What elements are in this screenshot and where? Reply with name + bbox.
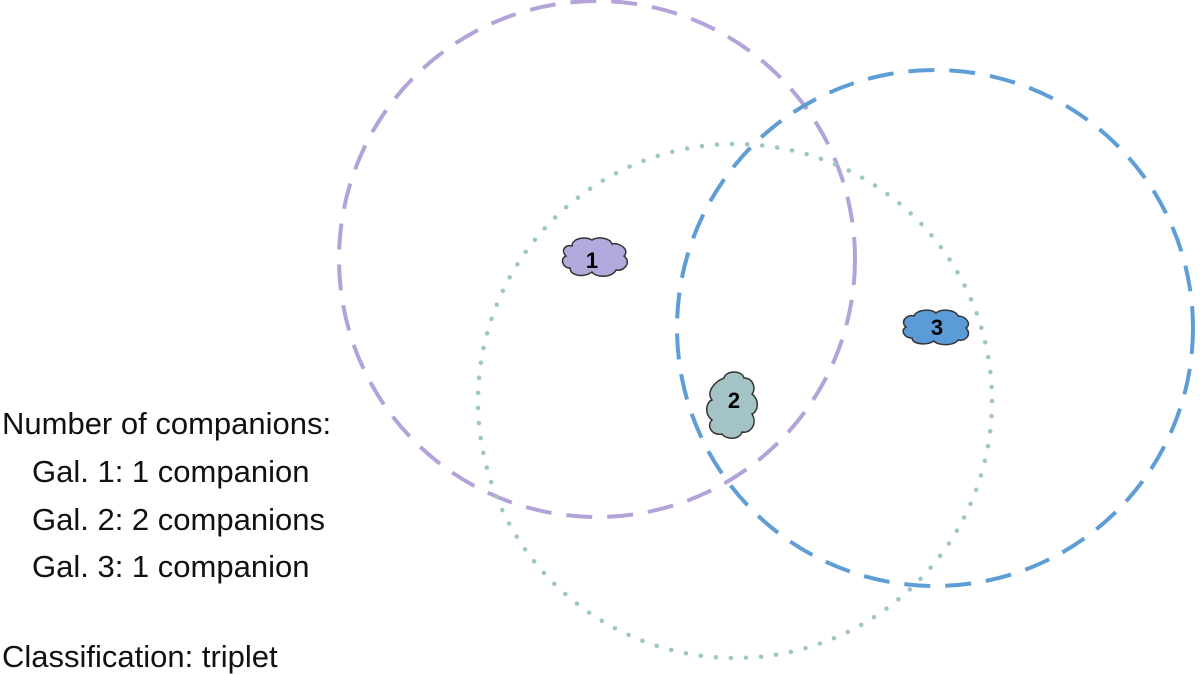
galaxy-2-label: 2 <box>728 388 740 413</box>
legend-row-galaxy-2: Gal. 2: 2 companions <box>32 502 325 537</box>
search-radius-ring-2 <box>475 141 995 661</box>
classification-text: Classification: triplet <box>2 639 278 674</box>
galaxy-2: 2 <box>706 371 758 439</box>
galaxy-3-label: 3 <box>931 315 943 340</box>
companion-legend: Number of companions: Gal. 1: 1 companio… <box>0 0 420 673</box>
search-radius-ring-3 <box>675 68 1195 588</box>
legend-row-galaxy-1: Gal. 1: 1 companion <box>32 454 310 489</box>
galaxy-2-blob <box>706 371 758 439</box>
galaxy-1-label: 1 <box>586 248 598 273</box>
galaxy-3-blob <box>902 309 970 346</box>
galaxy-1-blob <box>561 237 628 277</box>
legend-row-galaxy-3: Gal. 3: 1 companion <box>32 549 310 584</box>
legend-heading: Number of companions: <box>2 406 332 441</box>
galaxy-1: 1 <box>561 237 628 277</box>
galaxy-3: 3 <box>902 309 970 346</box>
search-radius-ring-1 <box>337 0 857 519</box>
